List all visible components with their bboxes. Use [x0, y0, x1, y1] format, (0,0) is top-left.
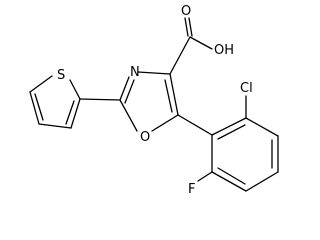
bond-thiophene-c2-s	[69, 79, 81, 100]
bond-oxazole-n3-c4	[137, 71, 171, 75]
bond-phenyl-fluorine	[197, 171, 213, 182]
bond-carboxyl-c-o-double-a	[184, 17, 189, 37]
bond-thiophene-c5-c4-a	[29, 91, 40, 125]
bond-phenyl-5-6	[211, 171, 247, 192]
structure-diagram: O OH N O S Cl F	[29, 4, 279, 197]
atom-label-thiophene-sulfur: S	[57, 68, 65, 83]
bond-phenyl-inner-1-2	[217, 124, 246, 140]
bond-oxazole-c5-o1	[151, 114, 179, 132]
bond-oxazole-c4-c5-inner	[164, 79, 173, 113]
atom-label-oxazole-nitrogen: N	[130, 65, 140, 80]
atom-label-fluorine: F	[188, 182, 195, 197]
bond-thiophene-c3-c2-b	[65, 100, 75, 125]
bond-carboxyl-c-oh	[189, 36, 213, 50]
atom-label-oxazole-oxygen: O	[140, 130, 150, 145]
bond-oxazole-o1-c2	[119, 99, 138, 132]
bond-oxazole-c4-c5	[169, 73, 179, 116]
bond-phenyl-1-2	[211, 117, 247, 136]
bond-c4-carboxyl	[169, 36, 191, 75]
bond-thiophene-c4-c3	[38, 123, 72, 129]
bond-carboxyl-c-o-double-b	[188, 17, 193, 37]
bond-c5-phenyl	[177, 114, 213, 136]
bond-thiophene-c3-c2-a	[70, 98, 81, 129]
bond-thiophene-s-c5	[29, 75, 53, 93]
atom-label-chlorine: Cl	[240, 81, 253, 96]
bond-phenyl-2-3	[245, 117, 279, 137]
molecule-drawing: O OH N O S Cl F	[29, 4, 279, 197]
bond-phenyl-4-5	[245, 171, 279, 192]
bond-oxazole-c2-n3-double-a	[119, 76, 130, 101]
bond-thiophene-c5-c4-b	[34, 93, 44, 121]
atom-label-carboxyl-oxygen: O	[181, 4, 191, 19]
bond-phenyl-inner-5-6	[217, 167, 246, 185]
bond-oxazole-thiophene	[79, 98, 121, 101]
atom-label-hydroxyl: OH	[214, 43, 234, 58]
bond-oxazole-c2-n3-double-b	[124, 79, 135, 104]
